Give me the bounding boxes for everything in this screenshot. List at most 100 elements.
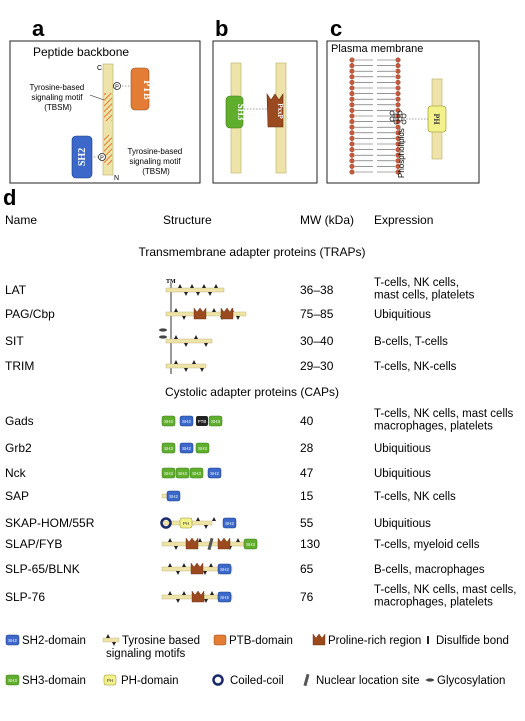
expression-value-line: Ubiquitious [374,468,431,480]
panel-d-letter: d [3,185,16,210]
structure-diagram: PH SH2 [160,517,237,529]
sh2-domain-mark [222,517,237,529]
glycosylation-mark [159,328,167,332]
sh3-domain-mark [161,442,176,454]
col-header-structure: Structure [163,213,212,227]
expression-value: T-cells, myeloid cells [374,539,480,551]
sh3-domain-tag: SH3 [178,471,187,476]
tbsm-mark [194,335,198,339]
expression-value-line: Ubiquitious [374,443,431,455]
tbsm-top-label: Tyrosine-based signaling motif (TBSM) [30,83,87,112]
legend-pro-label: Proline-rich region [328,635,421,647]
panel-a-letter: a [32,16,45,41]
protein-name: SIT [5,334,24,348]
pxxp-label: PxxP [276,103,284,119]
sh2-domain-tag: SH2 [169,494,178,499]
expression-value: T-cells, NK-cells [374,361,457,373]
tbsm-mark [168,591,172,595]
trap-row: LAT 36–38 T-cells, NK cells,mast cells, pl… [5,277,475,302]
phospho-p-top-label: P [115,85,119,91]
protein-name: Gads [5,414,34,428]
sh2-domain-tag: SH2 [182,446,191,451]
sh2-domain-tag: SH2 [182,419,191,424]
tbsm-mark [196,292,200,296]
sh2-domain-mark [217,591,232,603]
tbsm-mark [106,634,110,638]
tbsm-mark [192,360,196,364]
c-terminus-label: C [97,65,102,72]
col-header-expression: Expression [374,213,433,227]
coiled-coil-mark [212,674,224,686]
structure-diagram: SH2 [161,490,181,502]
mw-value: 55 [300,516,314,530]
legend-coil-label: Coiled-coil [230,675,284,687]
legend-sh2-label: SH2-domain [22,635,86,647]
expression-value-line: T-cells, NK cells [374,491,456,503]
sh2-label: SH2 [77,148,88,166]
sh3-domain-mark [5,674,20,686]
phospho-p-bottom-label: P [100,156,104,162]
tbsm-mark [176,599,180,603]
tbsm-mark [202,284,206,288]
tbsm-top-pointer [89,94,105,101]
tbsm-top-line-3: (TBSM) [44,103,72,112]
sh3-domain-mark [161,415,176,427]
mw-value: 36–38 [300,283,334,297]
sh2-domain-mark [5,634,20,646]
structure-diagram [165,307,247,320]
expression-value-line: T-cells, NK-cells [374,361,457,373]
panel-c-title: Plasma membrane [331,43,423,55]
nls-mark [207,537,214,551]
tbsm-mark [204,525,208,529]
expression-value-line: T-cells, myeloid cells [374,539,480,551]
tbsm-mark [182,563,186,567]
tbsm-mark [236,316,240,320]
nls-mark [303,673,310,687]
sh3-domain [225,95,244,129]
panel-c: c Plasma membrane Phospholipids PH [326,16,480,184]
tbsm-mark [174,308,178,312]
tbsm-mark [176,571,180,575]
structure-diagram: SH2 [161,590,233,603]
panel-b-frame [212,40,318,184]
sh2-domain-mark [217,563,232,575]
ph-label: PH [432,113,441,125]
structure-diagram: SH3 SH2 SH3 [161,442,210,454]
proline-rich-mark [185,537,199,550]
protein-name: SLP-65/BLNK [5,562,80,576]
col-header-name: Name [5,213,37,227]
sh3-domain-tag: SH3 [198,446,207,451]
expression-value-line: B-cells, macrophages [374,564,485,576]
expression-value: T-cells, NK cells [374,491,456,503]
mw-value: 65 [300,562,314,576]
sh3-domain-tag: SH3 [164,446,173,451]
legend-disulfide-swatch [427,636,429,644]
ph-domain-mark [179,517,193,529]
expression-value-line: Ubiquitious [374,518,431,530]
expression-value: T-cells, NK cells,mast cells, platelets [374,277,475,302]
sh2-domain-mark [166,490,181,502]
protein-name: SLAP/FYB [5,537,62,551]
sh3-domain-mark [161,467,176,479]
phospho-p-top [113,82,121,90]
sh3-domain-tag: SH3 [211,419,220,424]
sh3-domain-mark [189,467,204,479]
tbsm-mark [208,292,212,296]
ptb-label: PTB [141,80,152,100]
sh2-domain-tag: SH2 [225,521,234,526]
glycosylation-mark [426,678,434,682]
mw-value: 28 [300,441,314,455]
mw-value: 30–40 [300,334,334,348]
ph-domain-tag: PH [183,521,189,526]
protein-name: LAT [5,283,27,297]
expression-value-line: Ubiquitious [374,309,431,321]
phospholipids-label: Phospholipids [397,128,406,178]
protein-name: Nck [5,466,27,480]
